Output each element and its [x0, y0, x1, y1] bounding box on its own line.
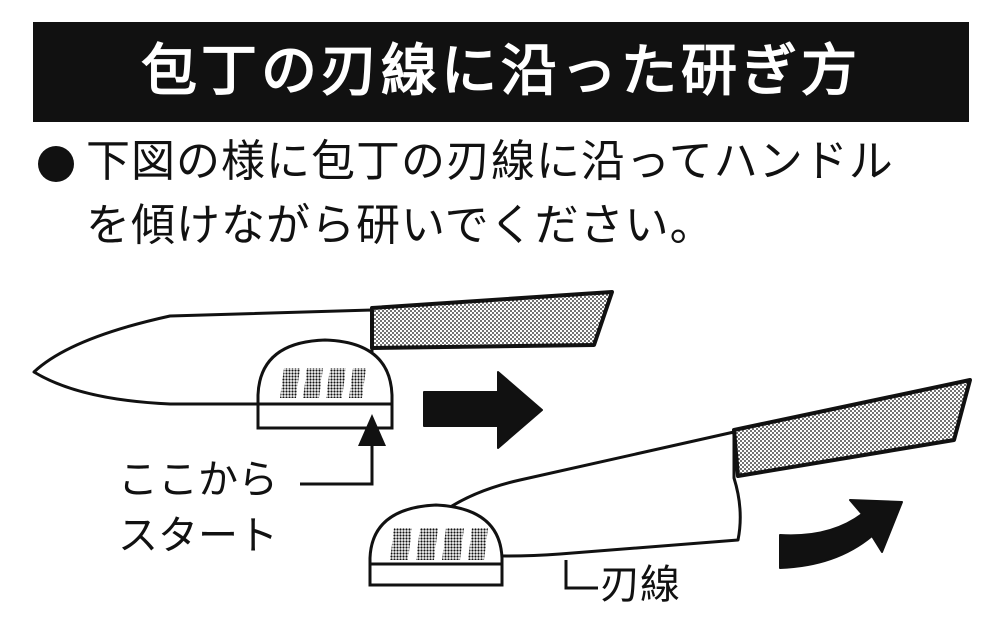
header-title: 包丁の刃線に沿った研ぎ方	[141, 39, 861, 104]
sharpener-icon-2	[368, 503, 504, 587]
start-label-line-1: ここから	[118, 457, 278, 503]
pointer-up-arrow-icon	[300, 414, 386, 486]
edge-line-label: 刃線	[600, 562, 680, 608]
bullet-icon	[38, 146, 74, 182]
header-banner: 包丁の刃線に沿った研ぎ方	[33, 22, 969, 122]
arrow-right-icon	[423, 371, 543, 449]
edge-leader-line	[564, 560, 598, 590]
start-label-line-2: スタート	[118, 513, 278, 559]
sharpener-icon	[256, 338, 394, 430]
instruction-line-2: を傾けながら研いでください。	[86, 200, 715, 251]
curved-arrow-icon	[779, 499, 903, 569]
instruction-line-1: 下図の様に包丁の刃線に沿ってハンドル	[86, 136, 894, 187]
